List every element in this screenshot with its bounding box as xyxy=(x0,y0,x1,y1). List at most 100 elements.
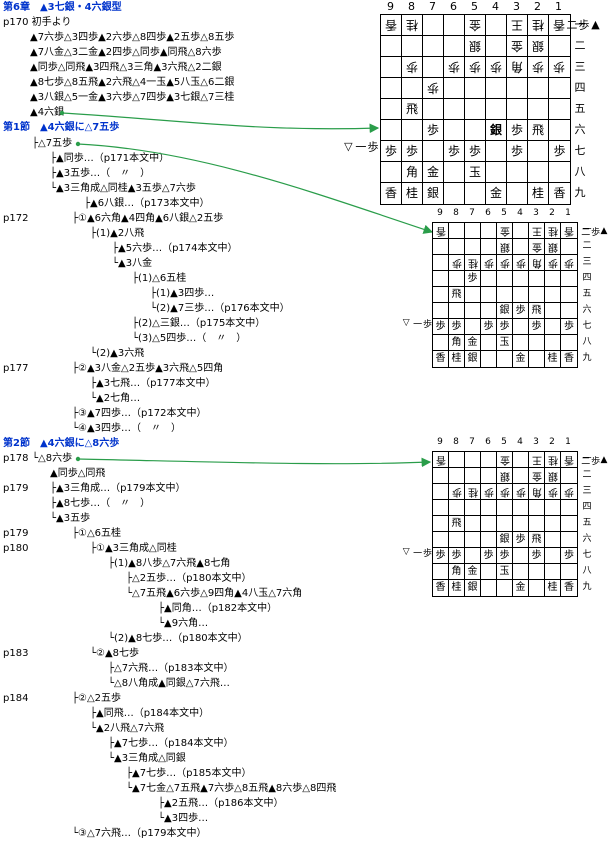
board-square xyxy=(423,57,444,78)
board-square xyxy=(529,335,545,351)
variation-line: └▲2七角… xyxy=(90,393,141,404)
board-square: 歩 xyxy=(497,484,513,500)
board-square xyxy=(481,223,497,239)
gote-piece: 香 xyxy=(553,18,566,32)
variation-line: ├▲同角…（p182本文中） xyxy=(158,603,278,614)
board-square xyxy=(465,239,481,255)
board-square: 歩 xyxy=(433,548,449,564)
board-square xyxy=(513,452,529,468)
variation-line: ├▲同飛…（p184本文中） xyxy=(90,708,210,719)
gote-piece: 歩 xyxy=(531,60,544,74)
sente-piece: 金 xyxy=(515,353,526,364)
variation-line: └△8六歩 xyxy=(32,453,73,464)
board-square xyxy=(402,78,423,99)
board-square: 銀 xyxy=(465,351,481,367)
section-heading: 第2節 ▲4六銀に△8六歩 xyxy=(3,438,120,449)
board-square: 飛 xyxy=(402,99,423,120)
gote-piece: 歩 xyxy=(553,60,566,74)
variation-line: p179 xyxy=(3,528,29,539)
board-square xyxy=(449,532,465,548)
column-number: 4 xyxy=(517,437,523,447)
board-square xyxy=(486,141,507,162)
board-square xyxy=(465,223,481,239)
gote-piece: 歩 xyxy=(499,486,510,497)
board-square: 金 xyxy=(423,162,444,183)
column-number: 4 xyxy=(492,0,499,13)
variation-line: └(2)▲3六飛 xyxy=(90,348,145,359)
row-number: 七 xyxy=(574,144,586,157)
column-number: 9 xyxy=(437,208,443,218)
variation-line: ├▲同歩…（p171本文中） xyxy=(50,153,170,164)
board-square xyxy=(433,500,449,516)
board-square xyxy=(402,120,423,141)
board-square xyxy=(444,36,465,57)
board-square xyxy=(465,548,481,564)
board-square xyxy=(381,120,402,141)
board-square xyxy=(545,271,561,287)
column-number: 7 xyxy=(469,208,475,218)
sente-piece: 飛 xyxy=(405,102,418,116)
variation-line: ├▲3五歩…（ 〃 ） xyxy=(50,168,151,179)
board-square xyxy=(481,580,497,596)
variation-line: ├(1)△6五桂 xyxy=(132,273,187,284)
sente-hand: 歩一▽ xyxy=(341,140,379,153)
board-square xyxy=(561,532,577,548)
board-square: 歩 xyxy=(423,120,444,141)
variation-line: ├▲8七歩…（ 〃 ） xyxy=(50,498,151,509)
board-square xyxy=(465,78,486,99)
board-square: 銀 xyxy=(497,239,513,255)
board-square: 歩 xyxy=(528,57,549,78)
board-square: 玉 xyxy=(497,335,513,351)
variation-line: ├①▲3三角成△同桂 xyxy=(90,543,177,554)
sente-piece: 金 xyxy=(467,337,478,348)
board-square: 歩 xyxy=(545,484,561,500)
board-square xyxy=(481,239,497,255)
board-square: 桂 xyxy=(545,223,561,239)
variation-line: ▲同歩△同飛 xyxy=(50,468,106,479)
board-square xyxy=(444,78,465,99)
board-square: 歩 xyxy=(497,319,513,335)
column-number: 7 xyxy=(429,0,436,13)
row-number: 三 xyxy=(582,257,592,267)
board-square xyxy=(507,162,528,183)
board-square xyxy=(513,287,529,303)
board-square: 王 xyxy=(529,223,545,239)
row-number: 一 xyxy=(582,454,592,464)
gote-piece: 歩 xyxy=(515,257,526,268)
variation-line: p180 xyxy=(3,543,29,554)
sente-piece: 歩 xyxy=(499,321,510,332)
row-number: 八 xyxy=(574,165,586,178)
board-square: 歩 xyxy=(507,120,528,141)
board-square: 金 xyxy=(465,15,486,36)
board-square xyxy=(381,57,402,78)
board-square xyxy=(513,516,529,532)
board-square xyxy=(529,580,545,596)
variation-line: p170 初手より xyxy=(3,17,72,28)
board-square xyxy=(433,239,449,255)
sente-piece: 金 xyxy=(467,566,478,577)
variation-line: └②▲8七歩 xyxy=(90,648,140,659)
board-square xyxy=(561,500,577,516)
row-number: 三 xyxy=(582,486,592,496)
sente-piece: 香 xyxy=(553,186,566,200)
board-square xyxy=(465,468,481,484)
variation-line: p178 xyxy=(3,453,29,464)
board-square: 飛 xyxy=(449,287,465,303)
board-square xyxy=(561,516,577,532)
variation-line: p184 xyxy=(3,693,29,704)
board-square xyxy=(481,351,497,367)
board-square xyxy=(549,99,570,120)
board-square: 香 xyxy=(561,223,577,239)
board-square: 香 xyxy=(381,183,402,204)
row-number: 二 xyxy=(582,470,592,480)
board-square xyxy=(433,484,449,500)
sente-piece: 銀 xyxy=(489,123,502,137)
gote-piece: 金 xyxy=(468,18,481,32)
board-square xyxy=(465,183,486,204)
board-square xyxy=(423,36,444,57)
variation-line: ▲8七歩△8五飛▲2六飛△4一玉▲5八玉△6二銀 xyxy=(30,77,235,88)
board-square xyxy=(444,15,465,36)
row-number: 二 xyxy=(574,39,586,52)
column-number: 8 xyxy=(408,0,415,13)
board-square: 歩 xyxy=(481,319,497,335)
